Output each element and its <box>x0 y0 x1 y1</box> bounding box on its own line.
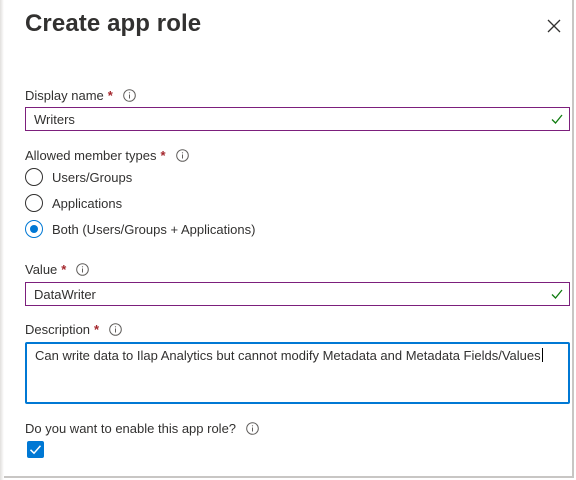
info-icon[interactable] <box>123 89 136 102</box>
member-types-label: Allowed member types * <box>25 148 189 163</box>
radio-button[interactable] <box>25 194 43 212</box>
radio-button-selected[interactable] <box>25 220 43 238</box>
radio-users-groups[interactable]: Users/Groups <box>25 168 132 186</box>
text-caret <box>541 348 543 362</box>
info-icon[interactable] <box>175 149 189 162</box>
checkmark-icon <box>29 445 42 455</box>
info-icon[interactable] <box>76 263 90 276</box>
required-marker: * <box>107 88 113 103</box>
display-name-input[interactable]: Writers <box>25 107 570 131</box>
valid-check-icon <box>551 113 563 125</box>
required-marker: * <box>61 262 67 277</box>
value-label: Value * <box>25 262 90 277</box>
info-icon[interactable] <box>109 323 122 336</box>
close-button[interactable] <box>542 14 566 38</box>
enable-label: Do you want to enable this app role? <box>25 421 259 436</box>
panel-left-shadow <box>0 0 4 480</box>
display-name-label: Display name * <box>25 88 136 103</box>
required-marker: * <box>94 322 100 337</box>
valid-check-icon <box>551 288 563 300</box>
value-input[interactable]: DataWriter <box>25 282 570 306</box>
required-marker: * <box>160 148 166 163</box>
radio-button[interactable] <box>25 168 43 186</box>
info-icon[interactable] <box>246 422 259 435</box>
radio-applications[interactable]: Applications <box>25 194 122 212</box>
description-textarea[interactable]: Can write data to Ilap Analytics but can… <box>25 342 570 404</box>
enable-checkbox[interactable] <box>27 441 44 458</box>
radio-both[interactable]: Both (Users/Groups + Applications) <box>25 220 255 238</box>
description-label: Description * <box>25 322 122 337</box>
panel-title: Create app role <box>25 10 202 37</box>
close-icon <box>547 19 561 33</box>
